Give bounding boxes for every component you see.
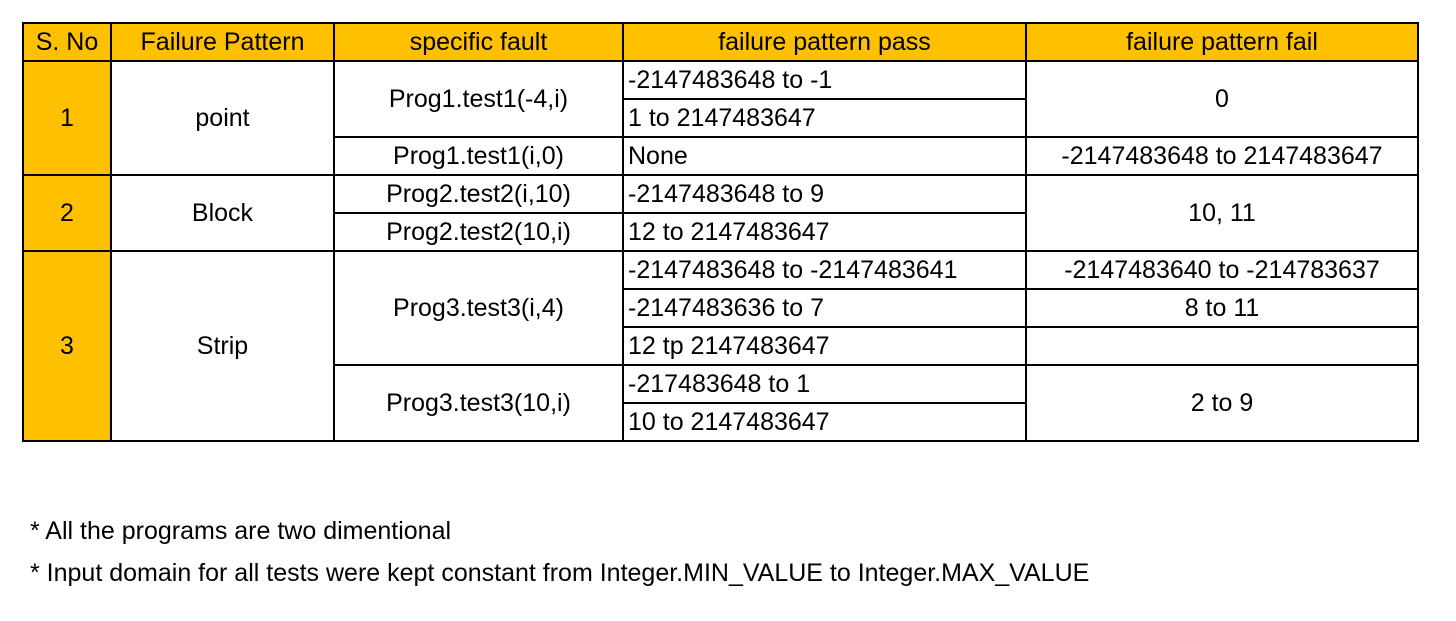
header-sno: S. No — [22, 22, 112, 62]
failure-pattern-table: S. No Failure Pattern specific fault fai… — [22, 22, 1419, 442]
table-row: 12 tp 2147483647 — [23, 326, 1419, 366]
header-specific-fault: specific fault — [333, 22, 624, 62]
fail-cell: 8 to 11 — [1025, 288, 1419, 328]
pass-cell: 12 to 2147483647 — [622, 212, 1027, 252]
fail-cell: 2 to 9 — [1025, 364, 1419, 442]
table-row: 3 Strip Prog3.test3(i,4) -2147483648 to … — [22, 250, 1419, 442]
pass-cell: None — [622, 136, 1027, 176]
footnotes: * All the programs are two dimentional *… — [30, 510, 1089, 594]
specific-fault-cell: Prog3.test3(i,4) — [333, 250, 624, 366]
footnote: * All the programs are two dimentional — [30, 517, 452, 545]
specific-fault-cell: Prog3.test3(10,i) — [333, 364, 624, 442]
sno-cell: 2 — [22, 174, 112, 252]
specific-fault-cell: Prog2.test2(i,10) — [333, 174, 624, 214]
table-row: 10 to 2147483647 — [23, 402, 1418, 442]
specific-fault-cell: Prog1.test1(-4,i) — [333, 60, 624, 138]
specific-fault-cell: Prog1.test1(i,0) — [333, 136, 624, 176]
failure-pattern-cell: Block — [110, 174, 335, 252]
table-row: Prog2.test2(10,i) 12 to 2147483647 — [23, 212, 1418, 252]
failure-pattern-cell: point — [110, 60, 335, 176]
specific-fault-cell: Prog2.test2(10,i) — [333, 212, 624, 252]
pass-cell: -2147483636 to 7 — [622, 288, 1027, 328]
pass-cell: -2147483648 to -1 — [622, 60, 1027, 100]
pass-cell: -2147483648 to 9 — [622, 174, 1027, 214]
pass-cell: 10 to 2147483647 — [622, 402, 1027, 442]
table-row: Prog1.test1(i,0) None -2147483648 to 214… — [23, 136, 1419, 176]
fail-cell: 10, 11 — [1025, 174, 1419, 252]
fail-cell: 0 — [1025, 60, 1419, 138]
sno-cell: 3 — [22, 250, 112, 442]
table-row: 2 Block Prog2.test2(i,10) -2147483648 to… — [22, 174, 1419, 252]
table-row: Prog3.test3(10,i) -217483648 to 1 2 to 9 — [23, 364, 1419, 442]
header-failure-pattern: Failure Pattern — [110, 22, 335, 62]
table-row: 1 point Prog1.test1(-4,i) -2147483648 to… — [22, 60, 1419, 176]
header-row: S. No Failure Pattern specific fault fai… — [22, 22, 1419, 62]
table-row: 1 to 2147483647 — [23, 98, 1418, 138]
pass-cell: -2147483648 to -2147483641 — [622, 250, 1027, 290]
sno-cell: 1 — [22, 60, 112, 176]
fail-cell — [1025, 326, 1419, 366]
header-failure-pattern-pass: failure pattern pass — [622, 22, 1027, 62]
pass-cell: -217483648 to 1 — [622, 364, 1027, 404]
header-failure-pattern-fail: failure pattern fail — [1025, 22, 1419, 62]
failure-pattern-cell: Strip — [110, 250, 335, 442]
fail-cell: -2147483648 to 2147483647 — [1025, 136, 1419, 176]
table-row: -2147483636 to 7 8 to 11 — [23, 288, 1419, 328]
pass-cell: 12 tp 2147483647 — [622, 326, 1027, 366]
footnote: * Input domain for all tests were kept c… — [30, 559, 1090, 587]
pass-cell: 1 to 2147483647 — [622, 98, 1027, 138]
fail-cell: -2147483640 to -214783637 — [1025, 250, 1419, 290]
